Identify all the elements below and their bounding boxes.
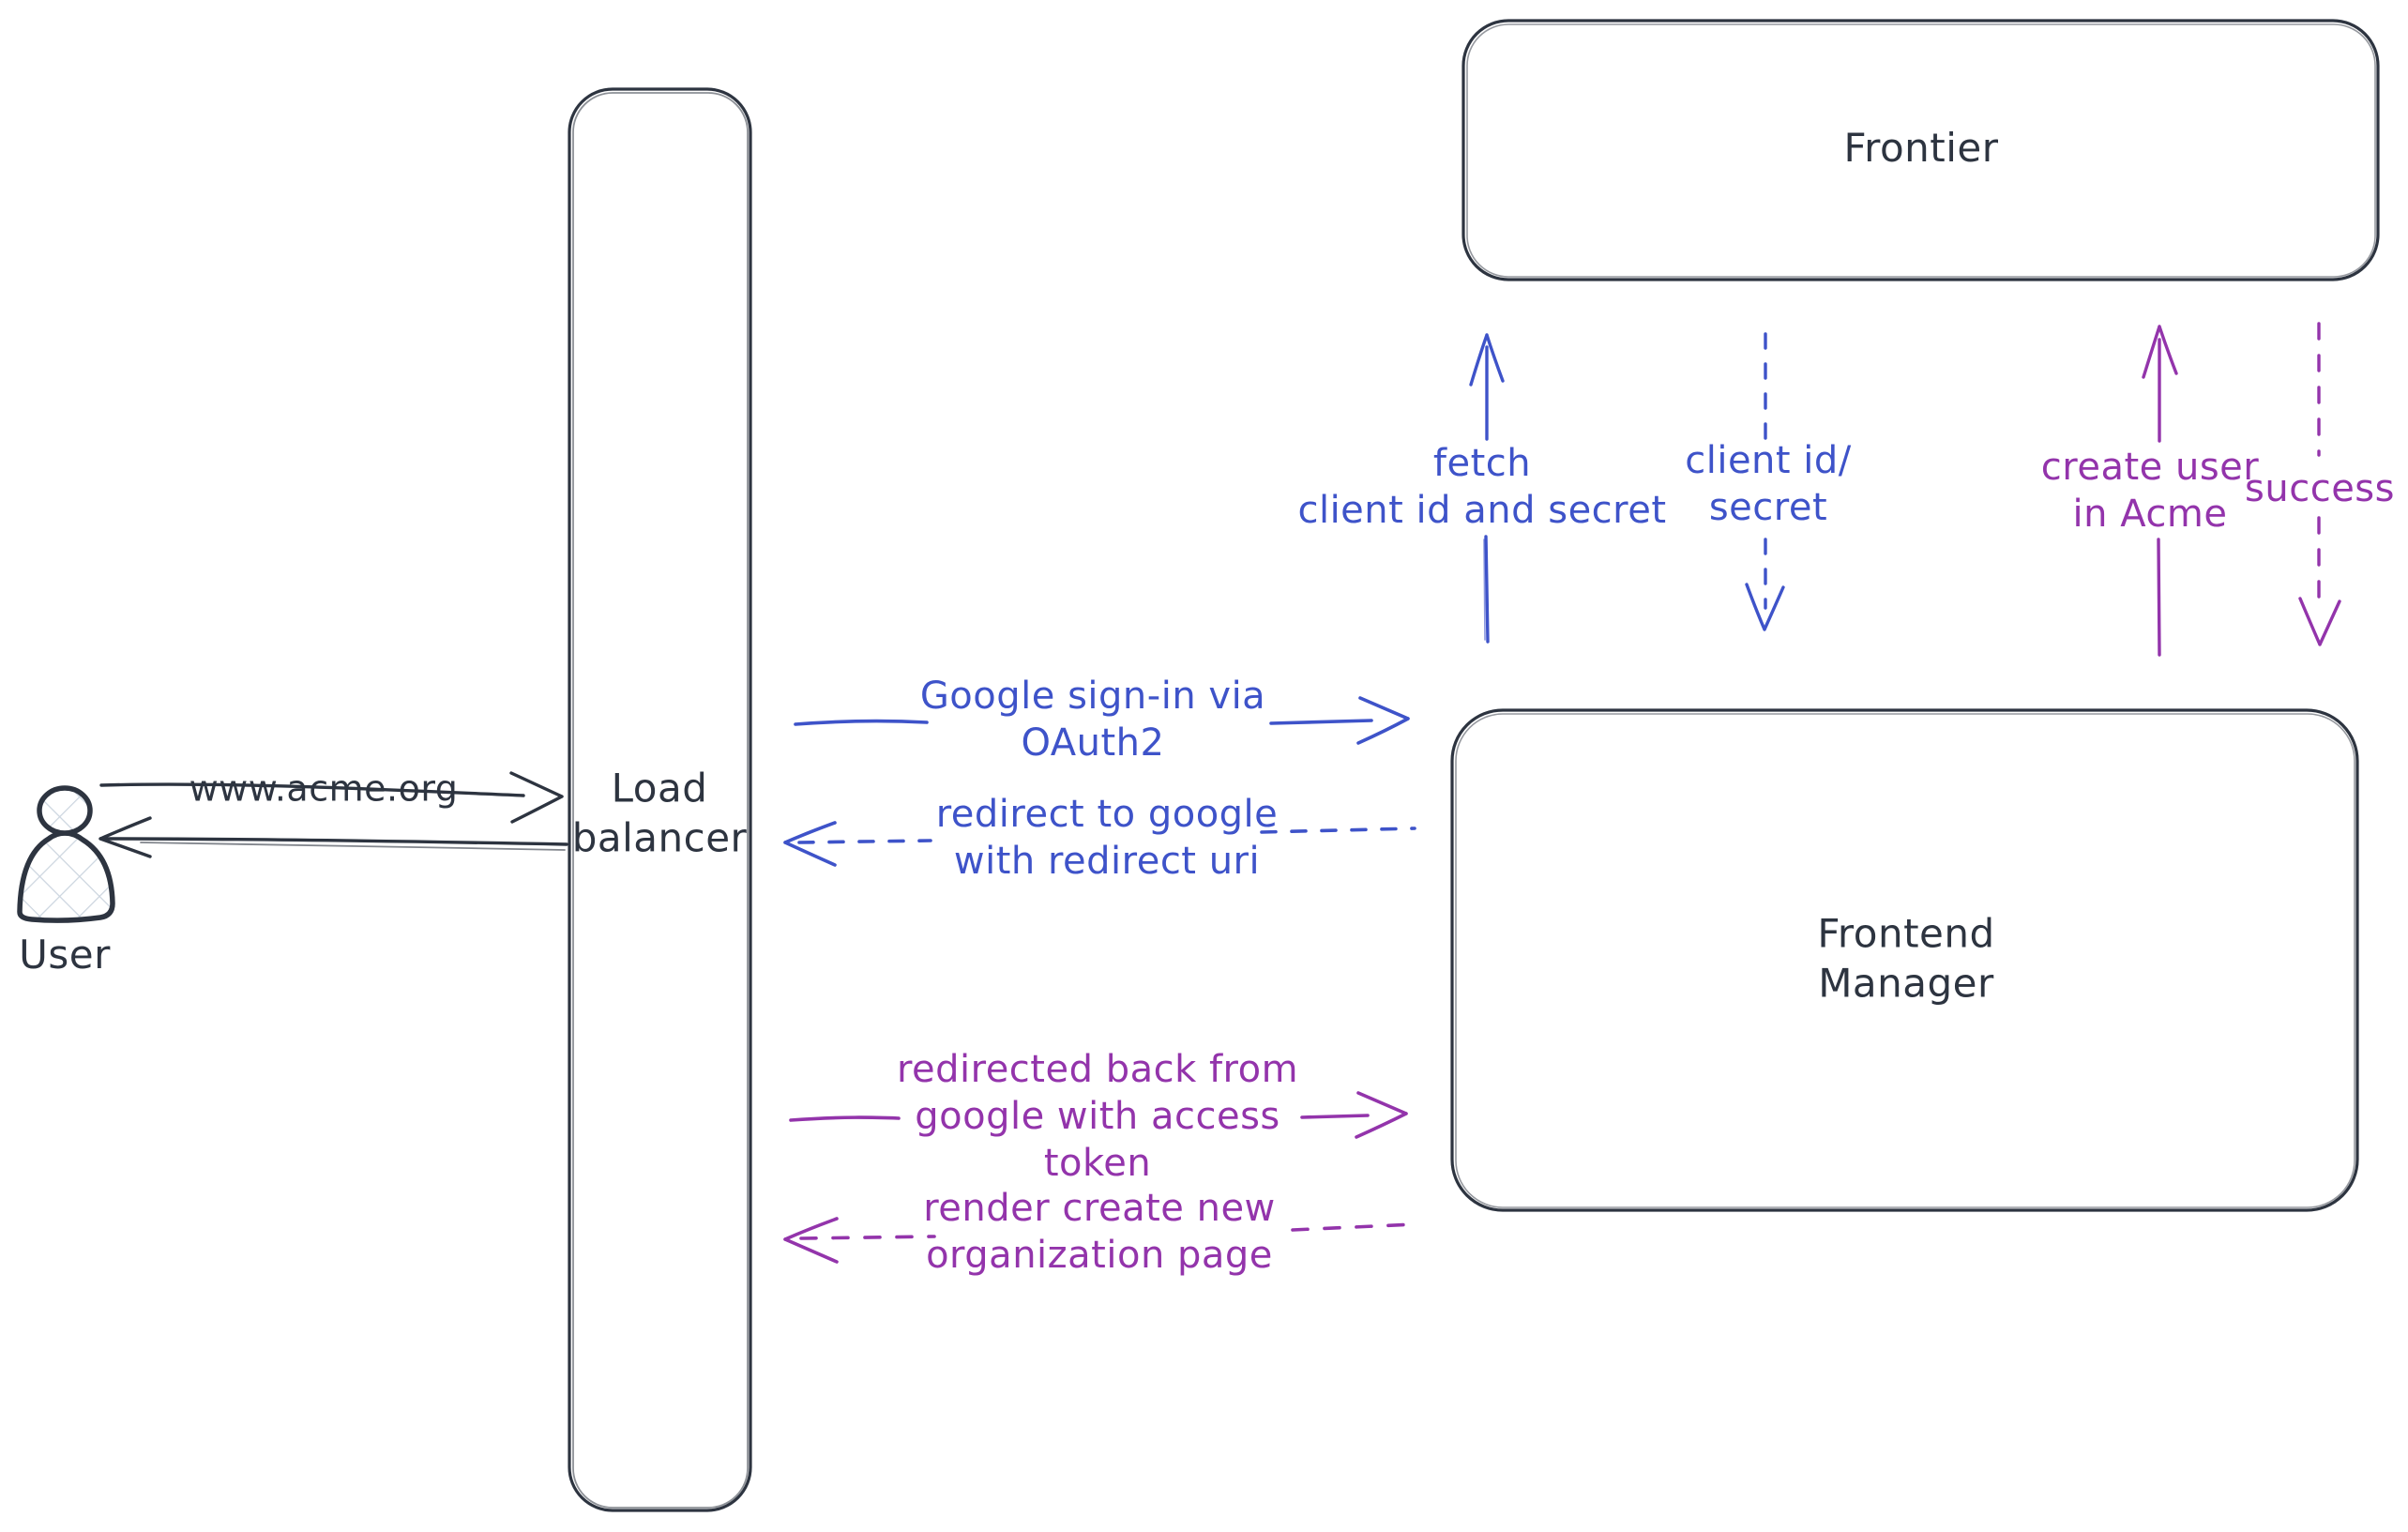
load-balancer-label: Load balancer — [571, 765, 748, 861]
client-id-secret-label: client id/ secret — [1685, 439, 1852, 529]
google-signin-label: Google sign-in via OAuth2 — [919, 675, 1266, 765]
load-balancer-box — [568, 87, 752, 1512]
acme-response-arrow — [98, 816, 568, 858]
acme-request-arrow — [99, 771, 564, 824]
redirected-back-arrow — [789, 1091, 1408, 1139]
success-label: success — [2245, 467, 2395, 510]
google-signin-arrow — [794, 696, 1410, 745]
redirect-google-arrow — [783, 821, 1416, 867]
user-figure-icon — [17, 785, 115, 923]
redirect-google-label: redirect to google with redirect uri — [935, 793, 1279, 883]
render-page-label: render create new organization page — [923, 1187, 1276, 1277]
client-id-secret-arrow — [1745, 332, 1785, 631]
fetch-secret-label: fetch client id and secret — [1297, 442, 1667, 532]
render-page-arrow — [783, 1217, 1416, 1264]
frontier-label: Frontier — [1843, 124, 1999, 171]
frontend-manager-label: Frontend Manager — [1817, 910, 1995, 1007]
create-user-arrow — [2142, 325, 2178, 657]
user-label: User — [19, 931, 111, 978]
create-user-label: create user in Acme — [2040, 446, 2260, 536]
frontend-manager-box — [1450, 708, 2359, 1212]
frontier-box — [1461, 19, 2380, 281]
success-arrow — [2298, 322, 2341, 646]
redirected-back-label: redirected back from google with access … — [896, 1048, 1299, 1185]
fetch-secret-arrow — [1469, 333, 1505, 644]
acme-request-label: www.acme.org — [189, 767, 459, 810]
